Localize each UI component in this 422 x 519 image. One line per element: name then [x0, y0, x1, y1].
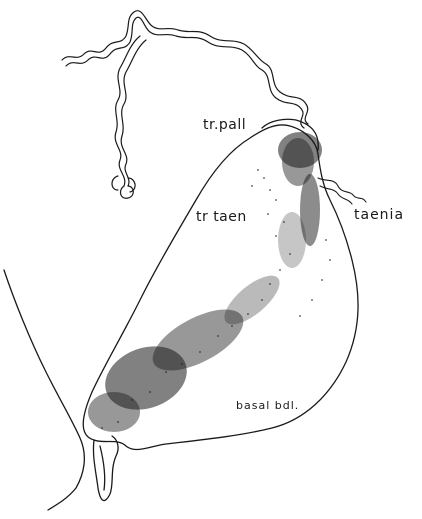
tr-taen-mid — [278, 212, 306, 268]
basal-band-bottom — [88, 392, 140, 432]
outline-stem-right — [100, 446, 105, 490]
taenia-membrane — [318, 178, 366, 204]
membrane-inner-line — [66, 17, 304, 128]
membrane-outer-line — [62, 11, 308, 124]
label-tr-pall: tr.pall — [203, 118, 246, 132]
stipple-tr-pall — [278, 132, 322, 186]
membrane-left-loop-inner — [121, 40, 146, 186]
label-tr-taen: tr taen — [196, 210, 247, 224]
membrane-left-loop — [115, 36, 140, 186]
stipple-tr-taen — [278, 174, 320, 268]
outline-left-contour — [4, 270, 84, 510]
label-basal-bdl: basal bdl. — [236, 400, 299, 411]
pallium-membrane — [62, 11, 308, 199]
outline-stem-left — [93, 436, 118, 501]
label-taenia: taenia — [354, 208, 404, 222]
